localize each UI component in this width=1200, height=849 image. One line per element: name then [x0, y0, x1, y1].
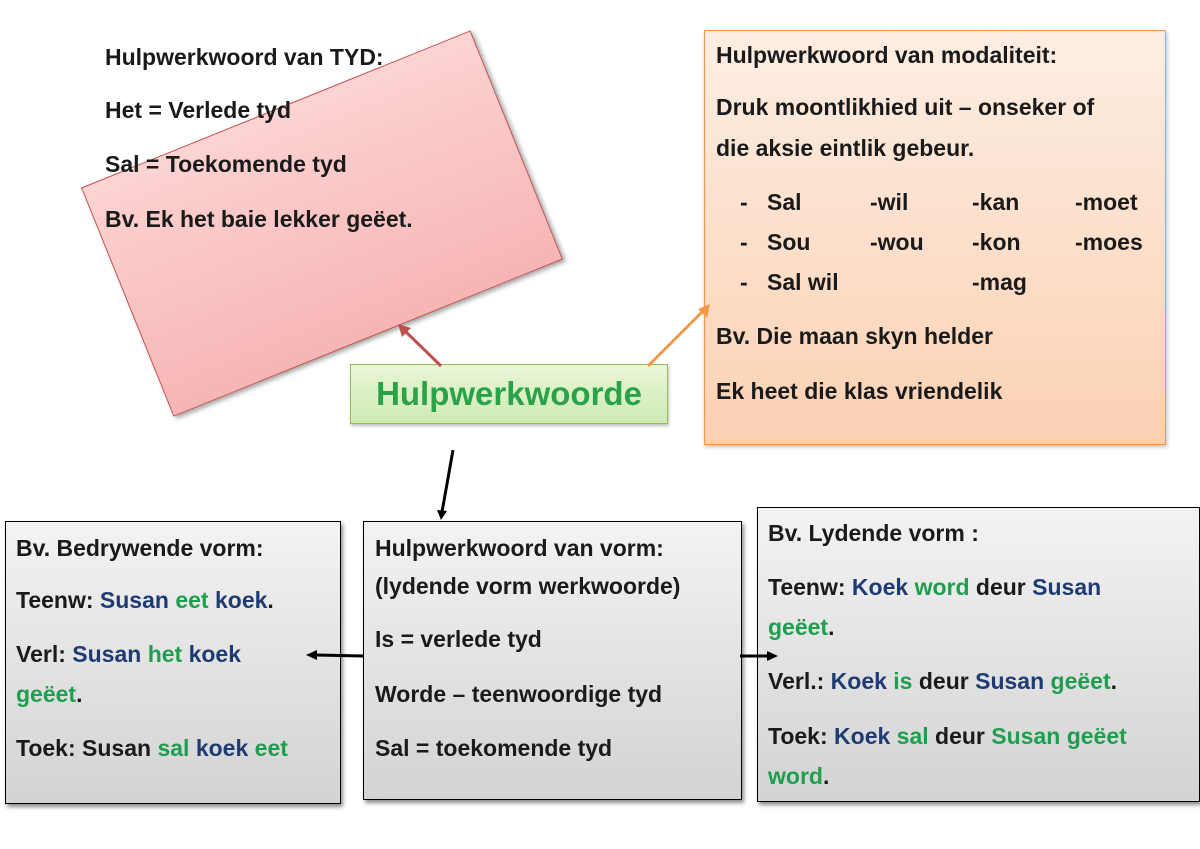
modaliteit-cell: Sal wil [767, 269, 839, 295]
word: is [893, 668, 913, 694]
bedrywend-verl-cont: geëet. [16, 681, 82, 708]
vorm-heading-2: (lydende vorm werkwoorde) [375, 573, 681, 599]
center-title: Hulpwerkwoorde [376, 375, 642, 412]
word: geëet [768, 614, 829, 640]
vorm-line-worde: Worde – teenwoordige tyd [375, 681, 663, 707]
bedrywend-box [5, 521, 341, 804]
modaliteit-box [704, 30, 1166, 445]
tyd-line-het: Het = Verlede tyd [105, 97, 291, 123]
word: Koek [851, 574, 909, 600]
arrow-to-modaliteit-head [698, 304, 710, 318]
vorm-heading-1: Hulpwerkwoord van vorm: [375, 535, 664, 561]
arrow-to-tyd [402, 328, 443, 368]
modaliteit-cell: -kon [972, 229, 1021, 255]
modaliteit-cell: -wil [870, 189, 909, 215]
lydend-box [757, 507, 1200, 802]
lydend-toek-cont: word. [768, 763, 829, 790]
lydend-verl: Verl.: Koek is deur Susan geëet. [768, 668, 1117, 695]
word: word [914, 574, 970, 600]
modaliteit-heading: Hulpwerkwoord van modaliteit: [716, 42, 1058, 68]
modaliteit-example-text: Die maan skyn helder [756, 323, 993, 349]
arrow-to-modaliteit [646, 308, 706, 368]
word: eet [175, 587, 209, 613]
punctuation: . [76, 681, 83, 707]
word: Koek [834, 723, 891, 749]
word: het [147, 641, 183, 667]
punctuation: . [822, 763, 830, 789]
tyd-line-sal: Sal = Toekomende tyd [105, 151, 347, 177]
bedrywend-toek-label: Toek: [16, 735, 76, 761]
bedrywend-teenw: Teenw: Susan eet koek. [16, 587, 274, 614]
vorm-line-is: Is = verlede tyd [375, 626, 542, 652]
lydend-heading: Bv. Lydende vorm : [768, 520, 979, 546]
modaliteit-cell: Sal [767, 189, 802, 215]
center-title-box: Hulpwerkwoorde [350, 364, 668, 424]
word: geëet [1066, 723, 1127, 749]
word: deur [918, 668, 969, 694]
arrow-to-bedrywend [315, 653, 364, 658]
word: koek [214, 587, 268, 613]
arrow-to-vorm-head [437, 510, 447, 520]
word: geëet [16, 681, 77, 707]
modaliteit-bullet: - [740, 189, 748, 215]
modaliteit-bullet: - [740, 229, 748, 255]
word: Susan [991, 723, 1061, 749]
word: word [768, 763, 823, 789]
word: sal [157, 735, 190, 761]
tyd-example: Bv. Ek het baie lekker geëet. [105, 206, 413, 232]
lydend-teenw-cont: geëet. [768, 614, 834, 641]
punctuation: . [1110, 668, 1118, 694]
modaliteit-cell: -kan [972, 189, 1020, 215]
word: geëet [1050, 668, 1111, 694]
modaliteit-example-2: Ek heet die klas vriendelik [716, 378, 1003, 404]
lydend-toek: Toek: Koek sal deur Susan geëet [768, 723, 1127, 750]
word: deur [975, 574, 1026, 600]
word: deur [935, 723, 985, 749]
bedrywend-toek: Toek: Susan sal koek eet [16, 735, 288, 762]
modaliteit-desc-2: die aksie eintlik gebeur. [716, 135, 975, 161]
lydend-toek-label: Toek: [768, 723, 828, 749]
word: koek [188, 641, 242, 667]
vorm-box [363, 521, 742, 800]
arrow-to-tyd-head [398, 324, 411, 337]
modaliteit-cell: Sou [767, 229, 811, 255]
word: Susan [72, 641, 142, 667]
word: Susan [82, 735, 152, 761]
word: Susan [975, 668, 1045, 694]
word: Susan [99, 587, 169, 613]
vorm-line-sal: Sal = toekomende tyd [375, 735, 613, 761]
arrow-to-bedrywend-head [306, 650, 317, 660]
bedrywend-heading: Bv. Bedrywende vorm: [16, 535, 264, 561]
word: eet [254, 735, 288, 761]
modaliteit-desc-1: Druk moontlikhied uit – onseker of [716, 94, 1095, 120]
modaliteit-cell: -moes [1075, 229, 1143, 255]
lydend-verl-label: Verl.: [768, 668, 825, 694]
word: koek [195, 735, 249, 761]
modaliteit-cell: -mag [972, 269, 1027, 295]
punctuation: . [828, 614, 835, 640]
lydend-teenw: Teenw: Koek word deur Susan [768, 574, 1101, 601]
modaliteit-cell: -moet [1075, 189, 1138, 215]
punctuation: . [267, 587, 274, 613]
lydend-teenw-label: Teenw: [768, 574, 846, 600]
bedrywend-verl-label: Verl: [16, 641, 66, 667]
word: sal [896, 723, 929, 749]
modaliteit-cell: -wou [870, 229, 924, 255]
word: Susan [1032, 574, 1102, 600]
modaliteit-bullet: - [740, 269, 748, 295]
word: Koek [830, 668, 887, 694]
bedrywend-verl: Verl: Susan het koek [16, 641, 241, 668]
modaliteit-example-prefix: Bv. [716, 323, 751, 349]
arrow-to-lydend-head [767, 651, 778, 661]
arrow-to-vorm [440, 449, 455, 513]
bedrywend-teenw-label: Teenw: [16, 587, 94, 613]
tyd-heading: Hulpwerkwoord van TYD: [105, 44, 384, 70]
modaliteit-example-1: Bv. Die maan skyn helder [716, 323, 993, 350]
